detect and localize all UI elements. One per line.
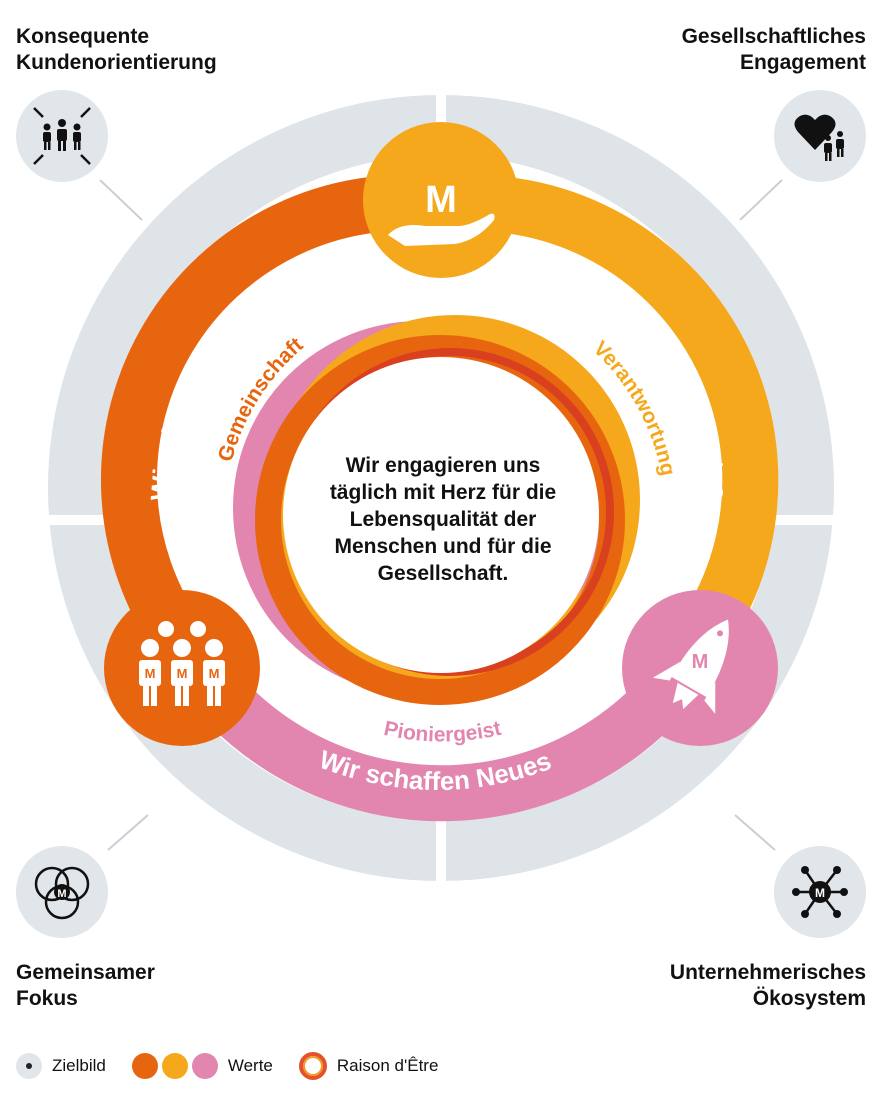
- inner-rings: [233, 315, 640, 705]
- svg-text:M: M: [145, 666, 156, 681]
- zielbild-fokus: Gemeinsamer Fokus: [16, 961, 155, 1010]
- arc-wir-sind-nahe: [101, 174, 445, 657]
- heart-people-icon: [774, 90, 866, 182]
- value-pioniergeist: Pioniergeist: [382, 717, 503, 747]
- swatch-pink: [191, 1053, 218, 1079]
- legend-werte: Werte: [131, 1053, 273, 1079]
- svg-text:M: M: [177, 666, 188, 681]
- zielbild-connectors: [99, 179, 783, 851]
- legend-zielbild: Zielbild: [16, 1053, 106, 1079]
- hand-m-icon: M: [363, 122, 519, 278]
- people-m-icon: M M M: [104, 590, 260, 746]
- legend-raison: Raison d'Être: [298, 1052, 438, 1080]
- zielbild-engagement: Gesellschaftliches Engagement: [681, 25, 866, 74]
- raison-swatch: [298, 1052, 327, 1080]
- venn-m-icon: M: [16, 846, 108, 938]
- zielbild-oekosystem: Unternehmerisches Ökosystem: [669, 961, 866, 1010]
- arc-wir-tun-gutes: [437, 175, 779, 624]
- legend: Zielbild Werte Raison d'Être: [16, 1050, 464, 1082]
- svg-text:M: M: [209, 666, 220, 681]
- svg-text:M: M: [815, 886, 825, 900]
- rocket-m-icon: M: [622, 590, 778, 746]
- svg-text:M: M: [692, 651, 709, 673]
- zielbild-swatch: [16, 1053, 42, 1079]
- raison-statement: Wir engagieren uns täglich mit Herz für …: [329, 454, 557, 585]
- svg-text:M: M: [425, 179, 457, 221]
- swatch-yellow: [161, 1053, 188, 1079]
- zielbild-kundenorientierung: Konsequente Kundenorientierung: [16, 25, 217, 74]
- ecosystem-network-icon: M: [774, 846, 866, 938]
- customer-focus-icon: [16, 90, 108, 182]
- swatch-orange: [131, 1053, 158, 1079]
- svg-text:M: M: [57, 888, 66, 900]
